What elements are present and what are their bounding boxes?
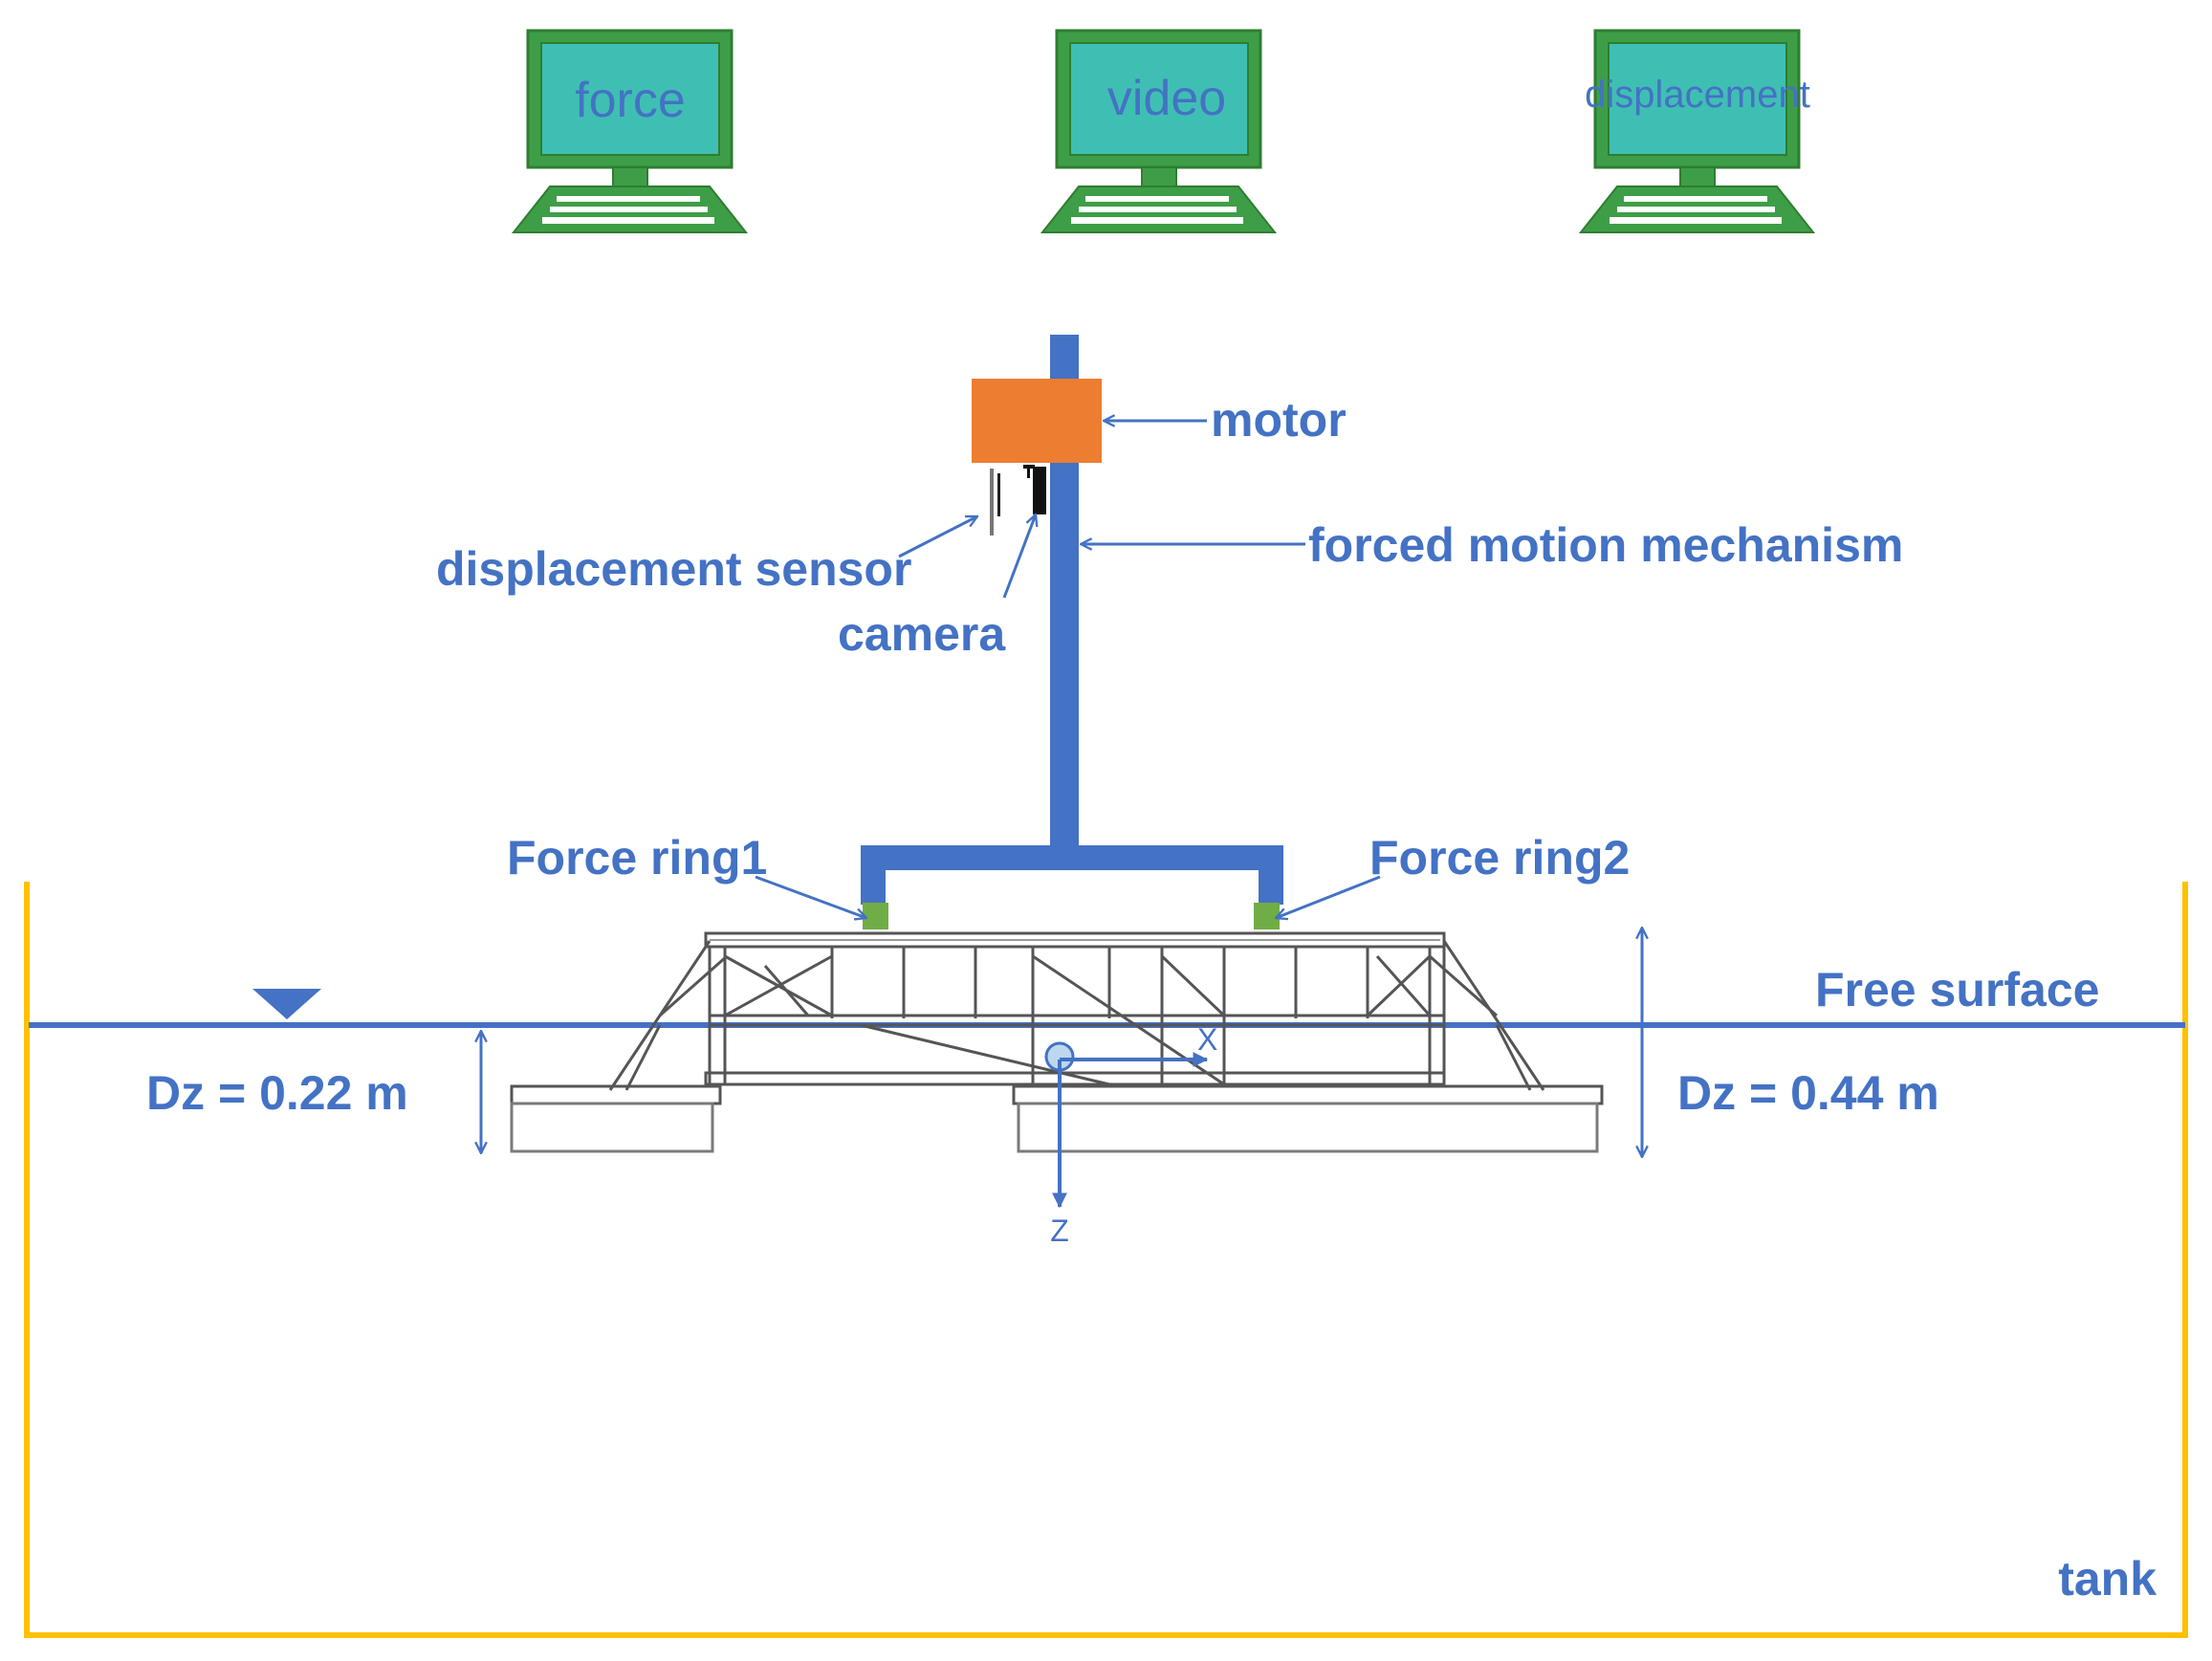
force-ring-1-arrow: [755, 875, 866, 918]
displacement-sensor-label: displacement sensor: [436, 542, 911, 596]
motor: [972, 379, 1102, 463]
motor-label: motor: [1211, 393, 1347, 447]
sensor-camera-device: [990, 465, 1046, 535]
force-ring-1: [863, 903, 888, 929]
computer-video: video: [1040, 29, 1278, 233]
coordinate-system: X Z: [1044, 1022, 1217, 1248]
tank-label: tank: [2058, 1552, 2157, 1606]
free-surface-label: Free surface: [1815, 963, 2099, 1016]
computer-label: displacement: [1585, 74, 1810, 116]
tank-outline: [24, 882, 2188, 1638]
z-axis-label: Z: [1050, 1213, 1069, 1248]
camera-label: camera: [838, 607, 1006, 661]
computer-icon: [1578, 29, 1816, 233]
camera-arrow: [1002, 514, 1036, 599]
computer-label: force: [575, 73, 686, 128]
x-axis-label: X: [1197, 1022, 1217, 1057]
force-ring-2: [1254, 903, 1280, 929]
dz-left-label: Dz = 0.22 m: [146, 1066, 408, 1120]
floating-structure: [510, 931, 1604, 1153]
computer-label: video: [1107, 71, 1226, 126]
computer-displacement: displacement: [1578, 29, 1816, 233]
dz-right-label: Dz = 0.44 m: [1677, 1066, 1939, 1120]
computer-icon: [511, 29, 749, 233]
computer-force: force: [511, 29, 749, 233]
displacement-sensor-arrow: [898, 514, 977, 558]
force-ring-2-arrow: [1276, 875, 1381, 918]
computer-icon: [1040, 29, 1278, 233]
water-level-symbol: [252, 989, 321, 1019]
forced-motion-label: forced motion mechanism: [1308, 518, 1903, 572]
force-ring-2-label: Force ring2: [1369, 831, 1630, 885]
force-ring-1-label: Force ring1: [507, 831, 767, 885]
